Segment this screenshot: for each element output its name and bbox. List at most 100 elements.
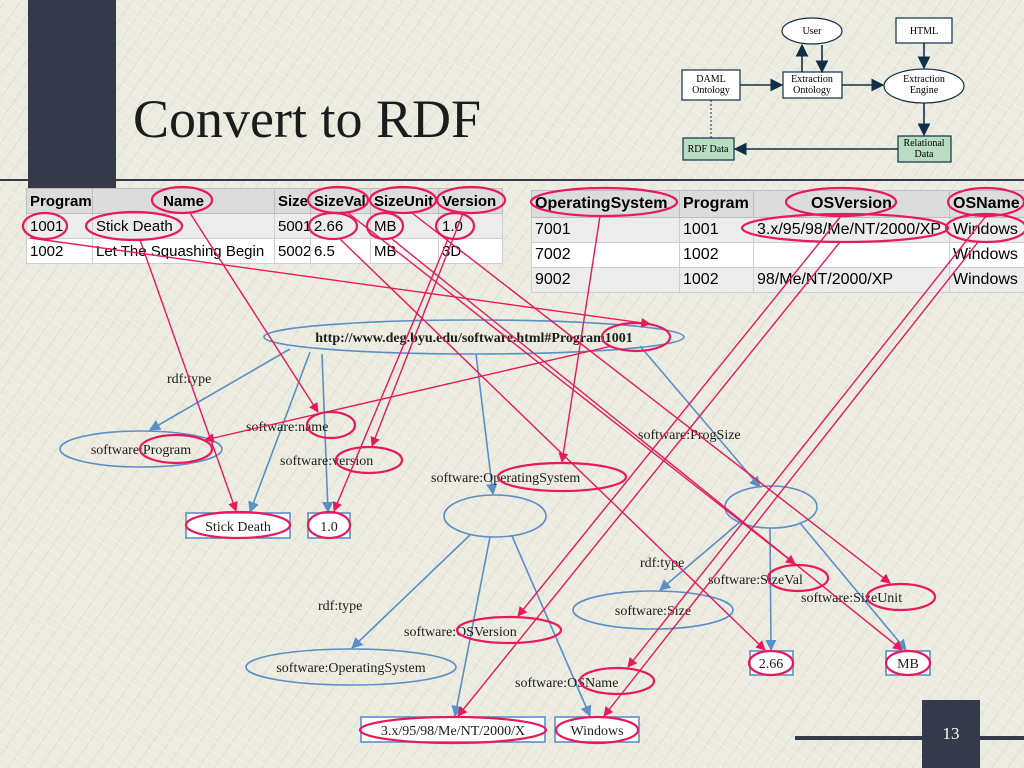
flow-rdf-data-label: RDF Data [688, 144, 729, 155]
map-mb-to-mbbox [391, 238, 903, 651]
edge-size-sizeclass [659, 521, 741, 591]
hl-10-cell [434, 211, 476, 241]
software-sizeval-label: software:SizeVal [708, 573, 803, 588]
slide-number: 13 [922, 700, 980, 768]
corner-rule-top [0, 179, 1024, 181]
hl-266-cell [307, 211, 359, 241]
map-version-to-versionlabel [370, 212, 464, 447]
edge-uri-program [149, 348, 291, 431]
hl-operatingsystem-label [496, 461, 628, 493]
flow-eo-line2: Ontology [793, 85, 831, 96]
unit-value-label: MB [897, 657, 919, 672]
software-osversion-label: software:OSVersion [404, 625, 517, 640]
program-table: Program Name Size SizeVal SizeUnit Versi… [26, 188, 503, 264]
edge-os-osclass [351, 534, 471, 649]
flow-ee-line1: Extraction [903, 74, 945, 85]
os-name-value-label: Windows [570, 724, 623, 739]
corner-block-top [28, 0, 116, 188]
software-size-node [572, 590, 734, 630]
map-osversion-to-osversionlabel [517, 215, 842, 617]
rdf-type-label-2: rdf:type [640, 556, 684, 571]
hl-osname-label [578, 666, 656, 696]
os-table-header: OperatingSystem Program OSVersion OSName [531, 190, 1024, 218]
mapping-arrows [29, 212, 987, 717]
table-cell: 9002 [531, 267, 680, 293]
map-osversioncell-to-box [457, 241, 841, 717]
edge-size-unit [799, 522, 907, 651]
table-cell: 5001 [274, 213, 311, 239]
software-sizeunit-label: software:SizeUnit [801, 591, 902, 606]
flow-user-label: User [803, 26, 823, 37]
hl-266-box [747, 649, 795, 677]
col-name: Name [92, 188, 275, 214]
map-266-to-266box [339, 238, 766, 651]
size-blank-node [724, 485, 818, 529]
rdf-type-label-3: rdf:type [318, 599, 362, 614]
map-stickdeath-to-box [139, 239, 238, 512]
table-cell: Stick Death [92, 213, 275, 239]
hl-name-label [305, 410, 357, 440]
map-windows-to-box [603, 241, 979, 717]
hl-os-header [529, 186, 679, 218]
hl-sizeunit-header [368, 185, 438, 215]
hl-name-header [150, 185, 214, 215]
hl-windows-box [554, 715, 640, 745]
footer-rule [795, 736, 1024, 740]
os-blank-node [443, 494, 547, 538]
software-osname-label: software:OSName [515, 676, 618, 691]
hl-windows-cell [944, 212, 1024, 244]
table-row: 9002 1002 98/Me/NT/2000/XP Windows [531, 267, 1024, 293]
hl-stickdeath-box [184, 510, 292, 540]
slide-title: Convert to RDF [133, 89, 482, 149]
map-osname-to-osnamelabel [627, 215, 987, 668]
flow-daml-line2: Ontology [692, 85, 730, 96]
table-cell: Windows [949, 267, 1024, 293]
flow-rd-line1: Relational [903, 138, 944, 149]
hl-version-header [435, 185, 507, 215]
version-value-label: 1.0 [320, 520, 338, 535]
os-version-value-label: 3.x/95/98/Me/NT/2000/X [381, 724, 525, 739]
edge-os-osversion [451, 536, 491, 718]
map-osheader-to-oslabel [558, 215, 601, 463]
map-10-to-versionbox [332, 238, 449, 512]
uri-label: http://www.deg.byu.edu/software.html#Pro… [315, 331, 633, 346]
software-progsize-label: software:ProgSize [638, 428, 741, 443]
table-cell: 2.66 [310, 213, 371, 239]
col-program: Program [26, 188, 93, 214]
flow-daml-line1: DAML [696, 74, 725, 85]
map-program1001-to-programlabel [204, 345, 613, 443]
edge-os-osname [511, 535, 592, 718]
hl-osversion-box [358, 715, 548, 745]
table-cell: 1001 [679, 217, 754, 243]
table-cell: 1002 [679, 242, 754, 268]
software-operatingsystem-label: software:OperatingSystem [431, 471, 580, 486]
hl-sizeunit-label [865, 582, 937, 612]
hl-sizeval-header [306, 185, 370, 215]
hl-1001-cell [21, 211, 69, 241]
table-cell: 1002 [679, 267, 754, 293]
hl-stickdeath-cell [84, 210, 184, 242]
map-sizeval-to-sizevallabel [347, 212, 796, 565]
col-size: Size [274, 188, 311, 214]
software-os-class-node [245, 648, 457, 686]
hl-version-label [334, 445, 404, 475]
table-cell: 5002 [274, 238, 311, 264]
hl-osname-header [946, 186, 1024, 218]
table-cell: 7001 [531, 217, 680, 243]
edge-uri-stickdeath [248, 351, 311, 514]
highlights [21, 185, 1024, 745]
edge-uri-version [321, 353, 334, 514]
hl-mb-box [884, 649, 932, 677]
flow-rd-line2: Data [915, 149, 934, 160]
hl-sizeval-label [766, 563, 830, 593]
table-cell: 98/Me/NT/2000/XP [753, 267, 950, 293]
size-value-label: 2.66 [759, 657, 784, 672]
hl-program-label [138, 433, 214, 465]
software-os-class-label: software:OperatingSystem [276, 661, 425, 676]
